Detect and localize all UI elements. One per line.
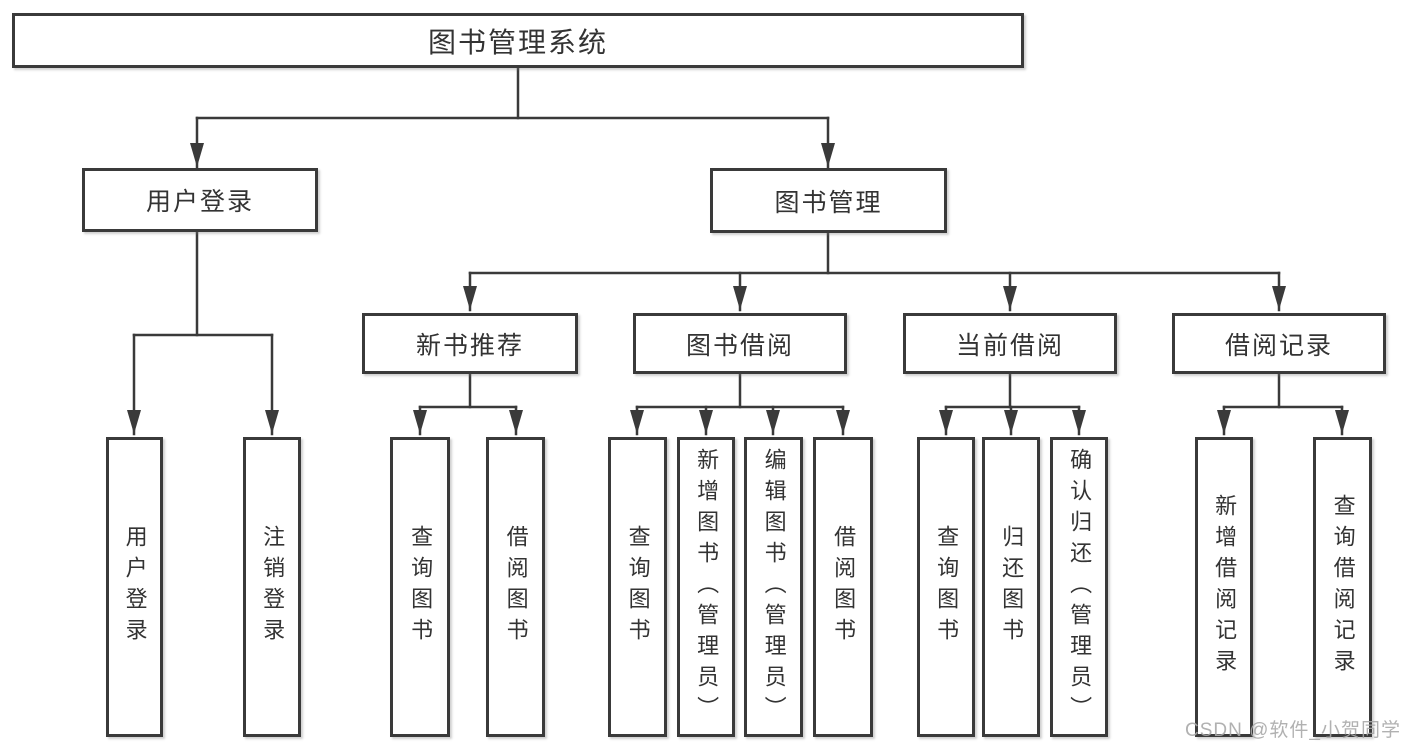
node-book-borrowing: 图书借阅 (633, 313, 847, 374)
node-label: 新书推荐 (415, 331, 524, 360)
leaf-query-books-borrowing: 查询图书 (608, 437, 667, 737)
node-book-management: 图书管理 (710, 168, 947, 233)
leaf-add-borrow-record: 新增借阅记录 (1195, 437, 1253, 737)
leaf-label: 编辑图书（管理员） (761, 447, 787, 727)
leaf-label: 查询借阅记录 (1330, 494, 1356, 680)
node-label: 借阅记录 (1224, 331, 1333, 360)
leaf-label: 归还图书 (999, 525, 1025, 649)
leaf-label: 借阅图书 (503, 525, 529, 649)
leaf-query-books-current: 查询图书 (917, 437, 975, 737)
leaf-borrow-books-recommend: 借阅图书 (486, 437, 545, 737)
leaf-label: 借阅图书 (831, 525, 857, 649)
leaf-label: 注销登录 (260, 525, 286, 649)
node-label: 图书借阅 (685, 331, 794, 360)
node-user-login: 用户登录 (82, 168, 318, 232)
leaf-label: 确认归还（管理员） (1067, 447, 1093, 727)
node-label: 图书管理 (774, 188, 883, 217)
leaf-query-borrow-record: 查询借阅记录 (1313, 437, 1372, 737)
leaf-label: 新增图书（管理员） (694, 447, 720, 727)
csdn-watermark: CSDN @软件_小贺同学 (1185, 720, 1401, 741)
leaf-user-login: 用户登录 (106, 437, 163, 737)
leaf-logout: 注销登录 (243, 437, 301, 737)
leaf-label: 查询图书 (408, 525, 434, 649)
leaf-query-books-recommend: 查询图书 (390, 437, 450, 737)
leaf-label: 查询图书 (934, 525, 960, 649)
node-label: 当前借阅 (955, 331, 1064, 360)
leaf-edit-book-admin: 编辑图书（管理员） (744, 437, 803, 737)
node-new-book-recommend: 新书推荐 (362, 313, 578, 374)
leaf-label: 新增借阅记录 (1212, 494, 1238, 680)
leaf-confirm-return-admin: 确认归还（管理员） (1050, 437, 1108, 737)
node-current-borrowing: 当前借阅 (903, 313, 1117, 374)
node-library-system: 图书管理系统 (12, 13, 1024, 68)
leaf-label: 用户登录 (122, 525, 148, 649)
leaf-return-books: 归还图书 (982, 437, 1040, 737)
leaf-label: 查询图书 (625, 525, 651, 649)
node-label: 图书管理系统 (427, 26, 608, 58)
node-borrowing-records: 借阅记录 (1172, 313, 1386, 374)
leaf-borrow-books-borrowing: 借阅图书 (813, 437, 873, 737)
node-label: 用户登录 (145, 188, 254, 216)
leaf-add-book-admin: 新增图书（管理员） (677, 437, 735, 737)
